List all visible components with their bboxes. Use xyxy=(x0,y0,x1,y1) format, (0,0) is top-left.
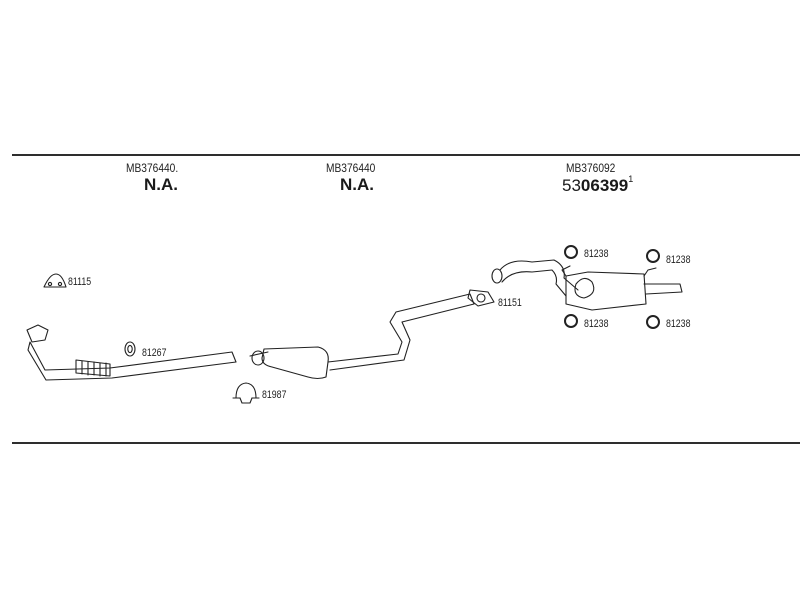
column-2-status: N.A. xyxy=(340,175,374,194)
part-number-prefix: 53 xyxy=(562,176,581,195)
part-label: 81151 xyxy=(498,297,522,309)
gasket-icon xyxy=(43,273,67,288)
front-pipe xyxy=(26,324,237,381)
part-label: 81238 xyxy=(584,318,609,330)
part-label: 81267 xyxy=(142,347,167,359)
column-2-code: MB376440 xyxy=(326,161,376,175)
ring-icon xyxy=(124,341,136,357)
clamp-icon xyxy=(232,382,260,404)
hanger-ring-icon xyxy=(646,249,660,263)
column-3-code: MB376092 xyxy=(566,161,616,175)
part-label: 81238 xyxy=(584,248,609,260)
hanger-ring-icon xyxy=(646,315,660,329)
center-muffler xyxy=(249,293,475,380)
part-number-main: 06399 xyxy=(580,176,629,195)
hanger-ring-icon xyxy=(564,314,578,328)
rear-muffler xyxy=(491,259,683,311)
column-3-part-number: 53063991 xyxy=(562,174,634,196)
part-label: 81987 xyxy=(262,389,287,401)
column-1-status: N.A. xyxy=(144,175,178,194)
part-label: 81238 xyxy=(666,318,691,330)
flange-gasket-icon xyxy=(467,289,495,307)
part-number-suffix: 1 xyxy=(628,174,634,184)
column-1-code: MB376440. xyxy=(126,161,179,175)
part-label: 81115 xyxy=(68,276,92,288)
hanger-ring-icon xyxy=(564,245,578,259)
part-label: 81238 xyxy=(666,254,691,266)
